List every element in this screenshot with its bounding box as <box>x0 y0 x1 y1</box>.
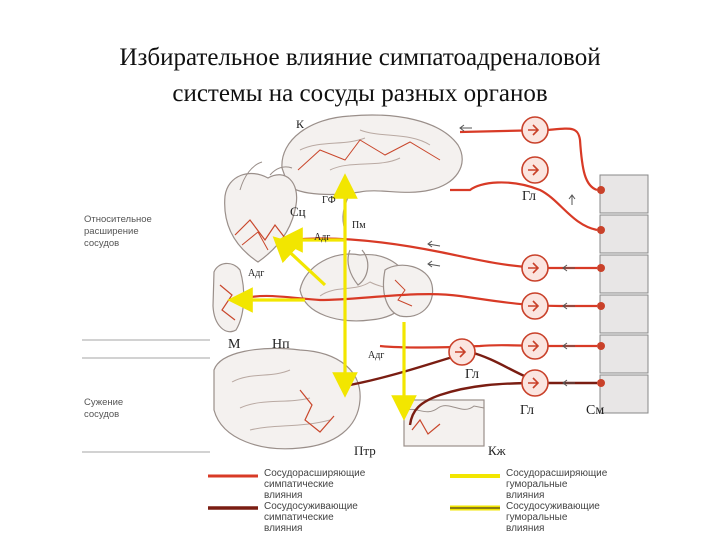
label-gf: ГФ <box>322 195 336 206</box>
legend-red-line-1: Сосудорасширяющие <box>264 468 366 479</box>
brain-organ <box>281 114 463 231</box>
label-kzh: Кж <box>488 443 507 458</box>
side-label-dilation-3: сосудов <box>84 238 119 249</box>
side-section-lines <box>82 339 210 453</box>
side-label-dilation-1: Относительное <box>84 214 152 225</box>
label-k: К <box>296 117 305 131</box>
legend-darkred-line-1: Сосудосуживающие <box>264 501 358 512</box>
label-ptr: Птр <box>354 443 376 458</box>
kidney-organ <box>382 264 434 318</box>
label-pm: Пм <box>352 220 366 231</box>
label-adg-top: Адг <box>314 232 330 243</box>
legend-yellow-line-3: влияния <box>506 490 544 501</box>
legend: Сосудорасширяющие симпатические влияния … <box>208 468 608 534</box>
side-label-constriction-2: сосудов <box>84 409 119 420</box>
label-sc: Сц <box>290 204 306 219</box>
flow-arrows <box>427 124 576 387</box>
legend-yellow-line-1: Сосудорасширяющие <box>506 468 608 479</box>
side-label-dilation-2: расширение <box>84 226 139 237</box>
legend-red-line-2: симпатические <box>264 479 334 490</box>
legend-yellowdark-line-1: Сосудосуживающие <box>506 501 600 512</box>
ganglia-chain <box>448 116 549 397</box>
abdominal-organ <box>213 347 361 450</box>
label-gl-top: Гл <box>522 189 536 204</box>
skin-organ <box>403 399 485 447</box>
label-sm: См <box>586 403 604 418</box>
legend-red-line-3: влияния <box>264 490 302 501</box>
label-gl-mid: Гл <box>465 367 479 382</box>
label-adg-left: Адг <box>248 268 264 279</box>
legend-darkred-line-3: влияния <box>264 523 302 534</box>
legend-yellow-line-2: гуморальные <box>506 479 568 490</box>
muscle-organ <box>212 262 245 333</box>
label-m: М <box>228 337 241 352</box>
label-np: Нп <box>272 337 290 352</box>
side-label-constriction-1: Сужение <box>84 397 123 408</box>
diagram-title-line-1: Избирательное влияние симпатоадреналовой <box>119 44 601 71</box>
legend-yellowdark-line-2: гуморальные <box>506 512 568 523</box>
humoral-pathways <box>227 173 417 421</box>
label-adg-mid: Адг <box>368 350 384 361</box>
legend-yellowdark-line-3: влияния <box>506 523 544 534</box>
legend-darkred-line-2: симпатические <box>264 512 334 523</box>
diagram-title-line-2: системы на сосуды разных органов <box>172 80 548 107</box>
label-gl-bot: Гл <box>520 403 534 418</box>
spinal-cord-segments <box>597 174 649 414</box>
